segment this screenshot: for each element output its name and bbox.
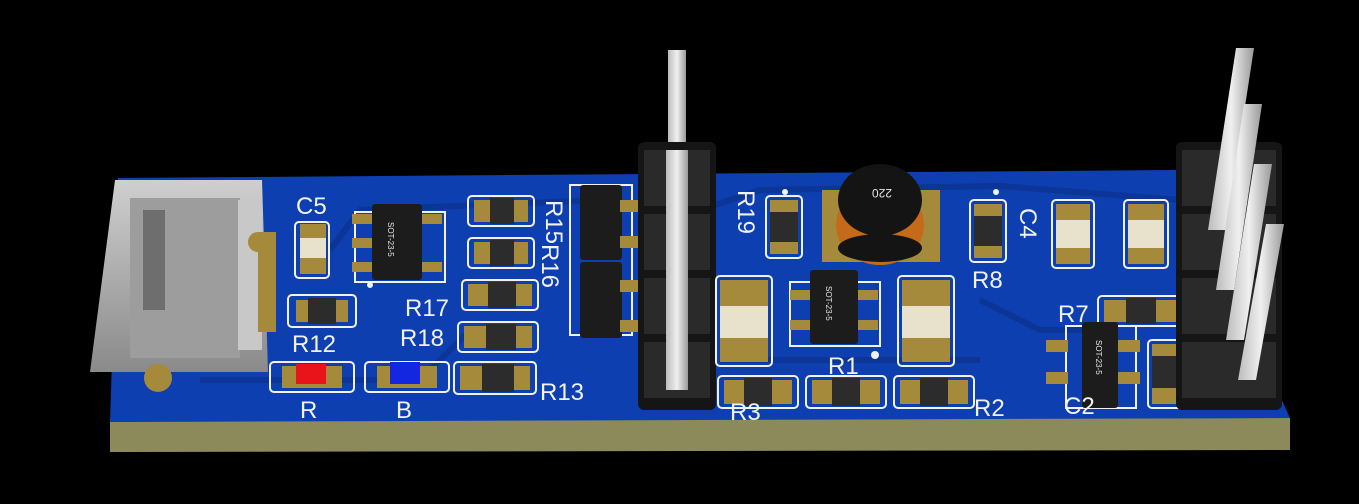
label-r12: R12 <box>292 331 336 358</box>
capacitor-c1 <box>715 275 773 367</box>
ic-u2 <box>569 184 642 338</box>
ic3-marking: SOT-23-5 <box>1094 340 1103 375</box>
ic-u1 <box>352 204 446 283</box>
resistor-stack <box>453 195 539 395</box>
label-b: B <box>396 397 412 424</box>
resistor-r1 <box>805 375 887 409</box>
inductor-l1 <box>822 164 940 265</box>
label-c4: C4 <box>1014 208 1041 239</box>
label-r: R <box>300 397 317 424</box>
resistor-r2 <box>893 375 975 409</box>
label-r19: R19 <box>732 190 759 234</box>
label-r2: R2 <box>974 395 1005 422</box>
resistor-r19 <box>765 195 803 259</box>
resistor-r12 <box>287 294 357 328</box>
led-b <box>364 361 450 393</box>
capacitor-c5 <box>294 221 330 279</box>
inductor-marking: 220 <box>872 186 892 200</box>
resistor-r7 <box>1097 295 1185 327</box>
label-r1: R1 <box>828 353 859 380</box>
label-r16: R16 <box>536 244 563 288</box>
board-edge <box>110 418 1290 452</box>
ic1-marking: SOT-23-5 <box>386 222 395 257</box>
label-r17: R17 <box>405 295 449 322</box>
label-c2: C2 <box>1064 393 1095 420</box>
label-r7: R7 <box>1058 301 1089 328</box>
ic-u3 <box>789 270 881 347</box>
led-r <box>269 361 355 393</box>
usb-connector <box>90 180 276 392</box>
label-c5: C5 <box>296 193 327 220</box>
capacitor-c4 <box>1051 199 1095 269</box>
capacitor-c3 <box>897 275 955 367</box>
vias <box>367 189 999 359</box>
pin-header-right <box>1176 48 1284 410</box>
label-r8: R8 <box>972 267 1003 294</box>
label-r3: R3 <box>730 399 761 426</box>
resistor-r8 <box>969 199 1007 263</box>
resistor-r3 <box>717 375 799 409</box>
ic-u4 <box>1046 322 1140 409</box>
label-r15: R15 <box>540 200 567 244</box>
pin-header-left <box>638 50 716 410</box>
ic2-marking: SOT-23-5 <box>824 286 833 321</box>
label-r18: R18 <box>400 325 444 352</box>
label-r13: R13 <box>540 379 584 406</box>
capacitor-c6 <box>1123 199 1169 269</box>
